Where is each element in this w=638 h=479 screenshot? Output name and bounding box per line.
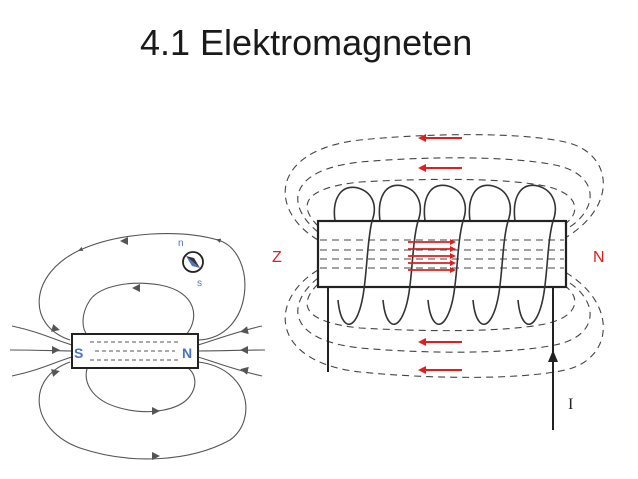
current-label: I <box>568 396 573 413</box>
bar-magnet-diagram: S N n s <box>9 233 266 460</box>
bar-magnet-north-label: N <box>182 345 192 361</box>
core-field-arrows <box>408 239 456 273</box>
electromagnet-field-lines <box>284 134 604 378</box>
bar-magnet-south-label: S <box>74 345 83 361</box>
bar-magnet-body <box>71 333 199 369</box>
current-arrow-icon <box>548 350 558 362</box>
compass-icon <box>182 251 204 273</box>
compass-north-label: n <box>178 238 184 249</box>
coil-windings-front <box>337 220 554 325</box>
electromagnet-diagram: Z N I <box>272 134 605 430</box>
electromagnet-iron-core <box>316 219 568 289</box>
bar-magnet-internal-lines <box>90 341 180 361</box>
field-direction-arrows <box>418 134 462 374</box>
electromagnet-left-pole-label: Z <box>272 249 282 266</box>
slide-title: 4.1 Elektromagneten <box>140 22 473 63</box>
electromagnet-right-pole-label: N <box>593 249 605 266</box>
compass-south-label: s <box>197 278 202 289</box>
bar-magnet-field-arrows <box>51 237 249 460</box>
coil-windings-back <box>333 184 557 222</box>
